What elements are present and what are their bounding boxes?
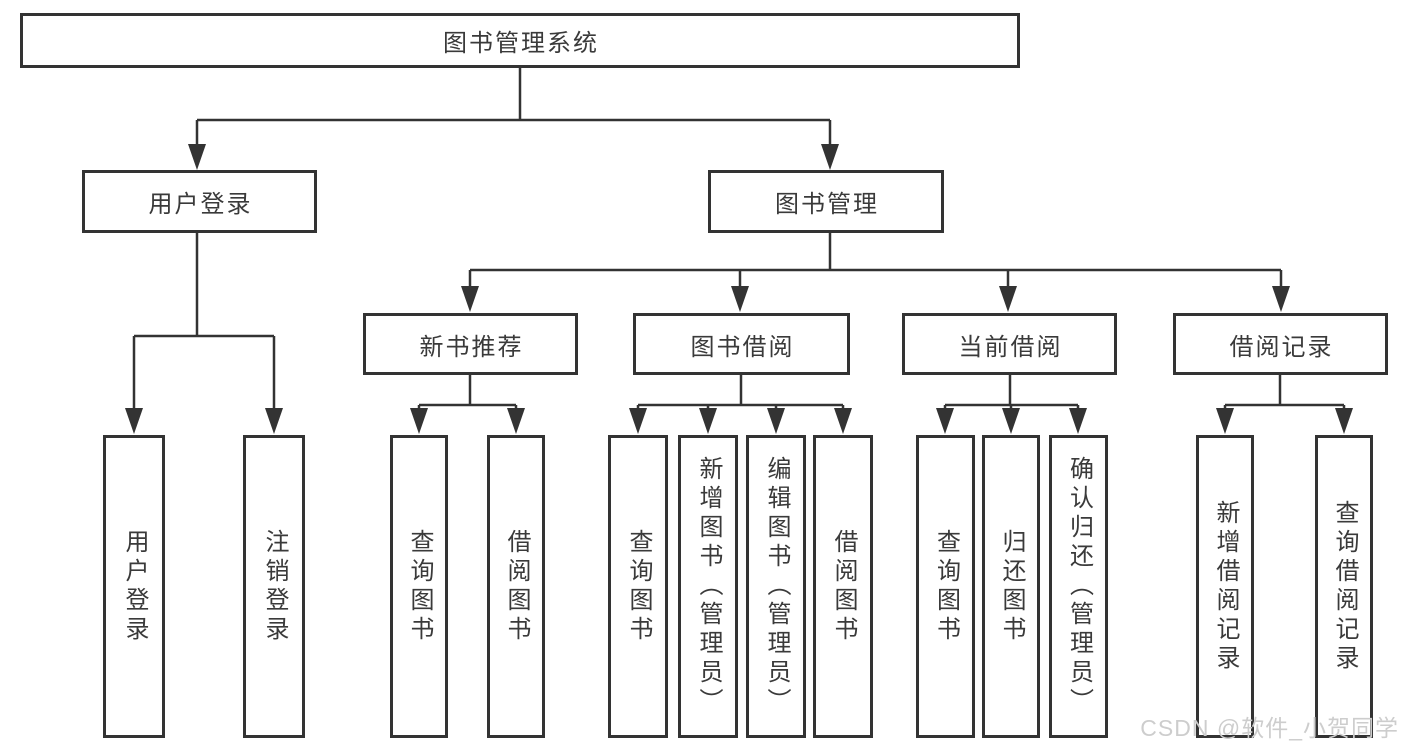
- arrow-down-icon: [1216, 408, 1234, 434]
- node-borrowing-records: 借阅记录: [1173, 313, 1388, 375]
- node-label: 图书管理系统: [443, 30, 599, 57]
- node-label: 注销登录: [261, 528, 288, 645]
- leaf-query-books-3: 查询图书: [916, 435, 975, 738]
- arrow-down-icon: [1335, 408, 1353, 434]
- arrow-down-icon: [265, 408, 283, 434]
- arrow-down-icon: [767, 408, 785, 434]
- leaf-borrow-books-1: 借阅图书: [487, 435, 545, 738]
- arrow-down-icon: [731, 286, 749, 312]
- node-label: 查询图书: [625, 528, 652, 645]
- arrow-down-icon: [629, 408, 647, 434]
- node-label: 确认归还（管理员）: [1065, 456, 1093, 717]
- leaf-add-borrow-record: 新增借阅记录: [1196, 435, 1254, 738]
- leaf-confirm-return-admin: 确认归还（管理员）: [1049, 435, 1108, 738]
- arrow-down-icon: [1272, 286, 1290, 312]
- arrow-down-icon: [410, 408, 428, 434]
- node-label: 借阅记录: [1229, 333, 1334, 361]
- leaf-edit-book-admin: 编辑图书（管理员）: [746, 435, 806, 738]
- node-user-login: 用户登录: [82, 170, 317, 233]
- arrow-down-icon: [188, 144, 206, 170]
- edge-record-to-leaves: [1223, 375, 1346, 410]
- arrow-down-icon: [699, 408, 717, 434]
- node-label: 用户登录: [148, 191, 253, 218]
- node-book-management: 图书管理: [708, 170, 944, 233]
- watermark: CSDN @软件_小贺同学: [1140, 715, 1399, 741]
- node-label: 借阅图书: [503, 528, 530, 645]
- edge-newbook-to-leaves: [417, 375, 518, 410]
- node-new-book-recommend: 新书推荐: [363, 313, 578, 375]
- arrow-down-icon: [125, 408, 143, 434]
- arrowheads: [125, 144, 1353, 434]
- node-label: 查询图书: [932, 528, 960, 645]
- arrow-down-icon: [821, 144, 839, 170]
- arrow-down-icon: [1069, 408, 1087, 434]
- node-label: 新书推荐: [419, 333, 524, 361]
- edge-root-to-level2: [195, 68, 832, 146]
- leaf-add-book-admin: 新增图书（管理员）: [678, 435, 738, 738]
- leaf-query-borrow-record: 查询借阅记录: [1315, 435, 1373, 738]
- arrow-down-icon: [999, 286, 1017, 312]
- leaf-return-books: 归还图书: [982, 435, 1040, 738]
- arrow-down-icon: [461, 286, 479, 312]
- node-label: 借阅图书: [830, 528, 857, 645]
- node-label: 编辑图书（管理员）: [763, 456, 790, 717]
- node-label: 新增借阅记录: [1212, 499, 1239, 674]
- leaf-query-books-1: 查询图书: [390, 435, 448, 738]
- edge-login-to-leaves: [132, 233, 276, 410]
- node-label: 图书借阅: [690, 333, 795, 361]
- node-label: 当前借阅: [958, 333, 1063, 361]
- node-book-borrowing: 图书借阅: [633, 313, 850, 375]
- node-label: 用户登录: [121, 528, 148, 645]
- node-label: 查询借阅记录: [1331, 499, 1358, 674]
- leaf-logout: 注销登录: [243, 435, 305, 738]
- node-label: 图书管理: [775, 191, 879, 218]
- node-label: 查询图书: [406, 528, 433, 645]
- edge-current-to-leaves: [943, 375, 1080, 410]
- leaf-borrow-books-2: 借阅图书: [813, 435, 873, 738]
- node-label: 归还图书: [998, 528, 1025, 645]
- edge-borrow-to-leaves: [636, 375, 845, 410]
- edge-mgmt-to-level3: [468, 233, 1283, 288]
- leaf-user-login: 用户登录: [103, 435, 165, 738]
- arrow-down-icon: [936, 408, 954, 434]
- arrow-down-icon: [507, 408, 525, 434]
- arrow-down-icon: [1002, 408, 1020, 434]
- leaf-query-books-2: 查询图书: [608, 435, 668, 738]
- node-library-system: 图书管理系统: [20, 13, 1020, 68]
- node-label: 新增图书（管理员）: [695, 456, 722, 717]
- node-current-borrowing: 当前借阅: [902, 313, 1117, 375]
- arrow-down-icon: [834, 408, 852, 434]
